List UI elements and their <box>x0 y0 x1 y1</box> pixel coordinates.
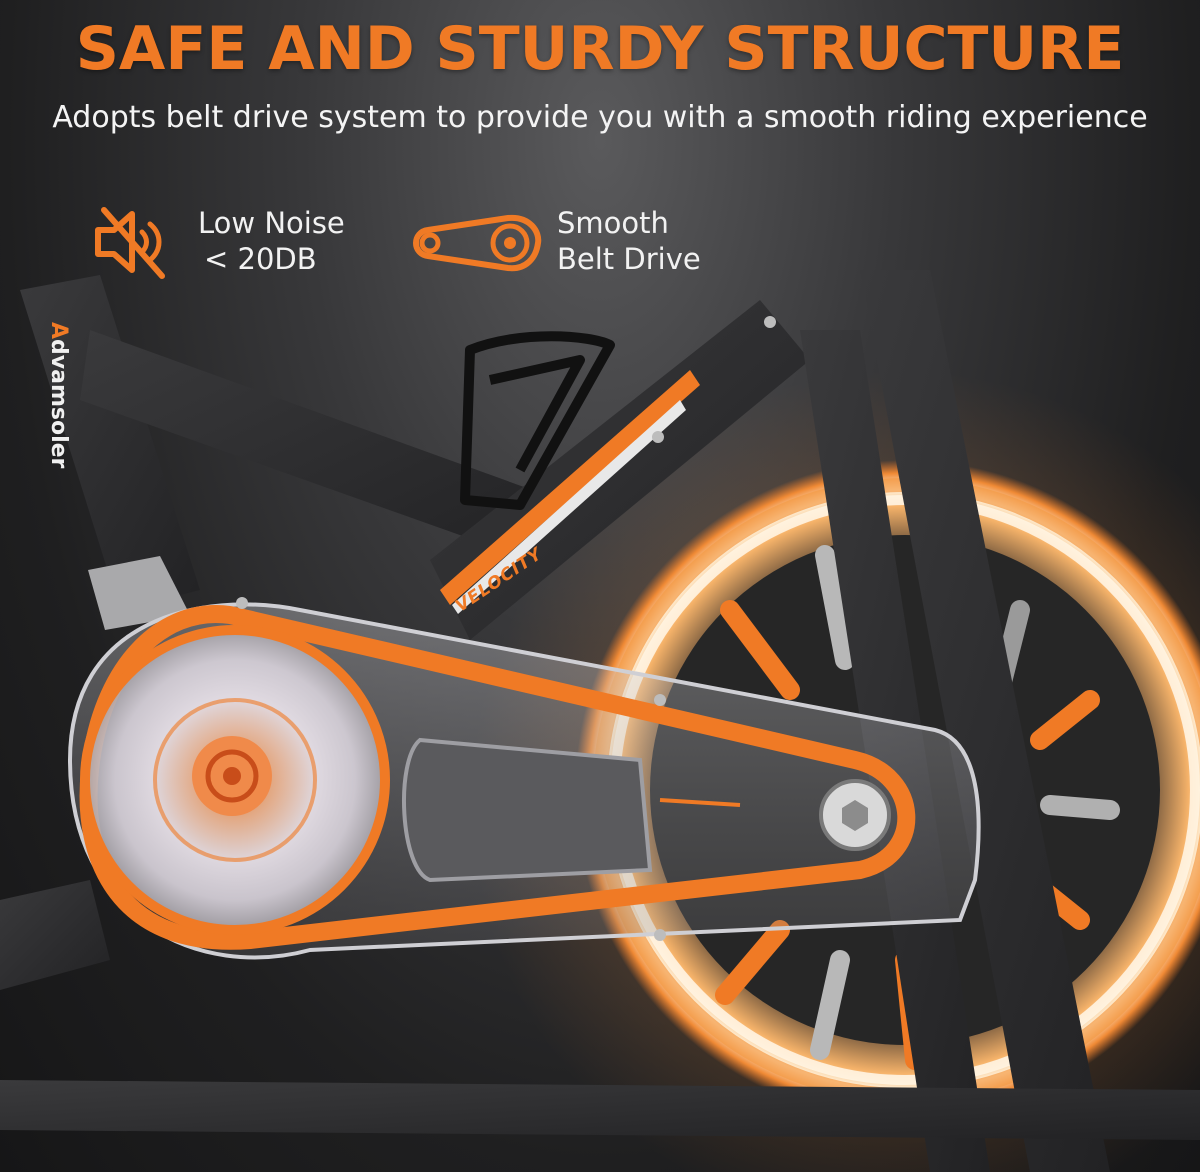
brand-name: dvamsoler <box>46 339 71 469</box>
belt-drive-icon <box>413 214 542 272</box>
bottle-cage <box>460 331 615 510</box>
headline: SAFE AND STURDY STRUCTURE <box>75 14 1125 84</box>
feature-low-noise-label: Low Noise < 20DB <box>198 205 345 277</box>
guard-screws <box>236 316 776 941</box>
subheadline: Adopts belt drive system to provide you … <box>52 100 1148 135</box>
bike-frame <box>0 270 1200 1172</box>
crank-plate <box>401 737 653 883</box>
feature-low-noise-line1: Low Noise <box>198 206 345 240</box>
feature-low-noise-line2: < 20DB <box>204 242 317 276</box>
feature-belt-drive-line1: Smooth <box>557 206 669 240</box>
feature-belt-drive-label: Smooth Belt Drive <box>557 205 701 277</box>
feature-belt-drive-line2: Belt Drive <box>557 242 701 276</box>
drive-belt <box>79 605 916 950</box>
brand-logo: Advamsoler <box>46 322 71 468</box>
muted-speaker-icon <box>95 207 165 279</box>
seat-post-collar <box>88 556 190 630</box>
flywheel-hub <box>819 779 891 851</box>
brand-initial: A <box>46 322 71 340</box>
drive-pulley <box>80 625 390 935</box>
frame-stripes <box>440 370 700 614</box>
